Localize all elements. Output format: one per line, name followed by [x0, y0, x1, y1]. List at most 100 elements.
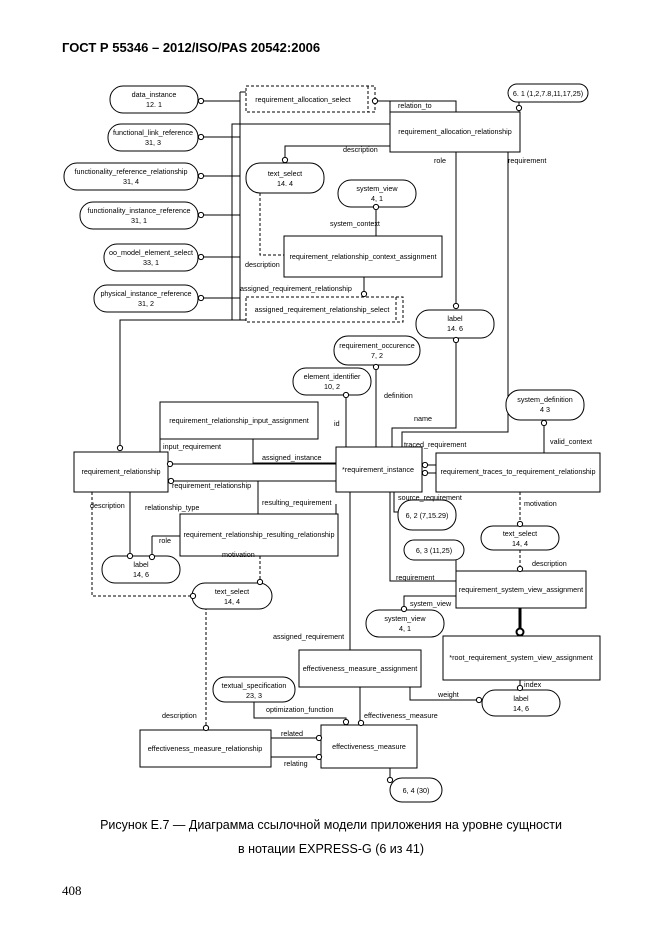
- svg-text:element_identifier: element_identifier: [304, 372, 361, 381]
- svg-text:description: description: [90, 501, 125, 510]
- svg-text:name: name: [414, 414, 432, 423]
- select-label: requirement_allocation_select: [255, 95, 351, 104]
- ref-system-view-1: system_view 4, 1: [337, 179, 417, 208]
- entity-requirement-traces-relationship: requirement_traces_to_requirement_relati…: [435, 452, 601, 493]
- figure-caption-line-1: Рисунок Е.7 — Диаграмма ссылочной модели…: [100, 818, 562, 832]
- svg-text:requirement_system_view_assign: requirement_system_view_assignment: [459, 585, 583, 594]
- attribute-labels: relation_to description role requirement…: [90, 101, 592, 768]
- svg-text:14, 6: 14, 6: [133, 570, 149, 579]
- page-number: 408: [62, 883, 82, 898]
- ref-label-3: label 14, 6: [481, 689, 561, 717]
- svg-text:functionality_instance_referen: functionality_instance_reference: [87, 206, 190, 215]
- svg-text:physical_instance_reference: physical_instance_reference: [100, 289, 191, 298]
- svg-text:requirement: requirement: [508, 156, 546, 165]
- document-header: ГОСТ Р 55346 – 2012/ISO/PAS 20542:2006: [62, 40, 321, 55]
- svg-text:text_select: text_select: [215, 587, 249, 596]
- svg-text:requirement_relationship_input: requirement_relationship_input_assignmen…: [169, 416, 308, 425]
- svg-text:functionality_reference_relati: functionality_reference_relationship: [74, 167, 187, 176]
- entity-requirement-system-view-assignment: requirement_system_view_assignment: [455, 570, 587, 609]
- svg-text:textual_specification: textual_specification: [222, 681, 287, 690]
- svg-text:index: index: [524, 680, 542, 689]
- svg-text:description: description: [343, 145, 378, 154]
- svg-text:12. 1: 12. 1: [146, 100, 162, 109]
- svg-text:7, 2: 7, 2: [371, 351, 383, 360]
- svg-text:source_requirement: source_requirement: [398, 493, 462, 502]
- entity-requirement-instance: *requirement_instance: [335, 446, 423, 493]
- ref-requirement-occurence: requirement_occurence 7, 2: [333, 335, 421, 366]
- svg-text:10, 2: 10, 2: [324, 382, 340, 391]
- svg-text:description: description: [532, 559, 567, 568]
- svg-text:role: role: [434, 156, 446, 165]
- svg-text:requirement_relationship: requirement_relationship: [172, 481, 251, 490]
- svg-text:6, 4 (30): 6, 4 (30): [403, 786, 430, 795]
- svg-text:effectiveness_measure_relation: effectiveness_measure_relationship: [148, 744, 263, 753]
- svg-text:14, 6: 14, 6: [513, 704, 529, 713]
- svg-text:assigned_requirement_relations: assigned_requirement_relationship: [240, 284, 352, 293]
- svg-text:resulting_requirement: resulting_requirement: [262, 498, 332, 507]
- svg-text:id: id: [334, 419, 340, 428]
- ref-text-select-1: text_select 14. 4: [245, 162, 325, 194]
- ref-system-view-2: system_view 4, 1: [365, 609, 445, 638]
- entity-root-requirement-system-view-assignment: *root_requirement_system_view_assignment: [442, 635, 601, 681]
- svg-text:requirement_relationship: requirement_relationship: [81, 467, 160, 476]
- ref-functionality-instance-reference: functionality_instance_reference 31, 1: [79, 201, 199, 230]
- ref-label-2: label 14, 6: [101, 555, 181, 584]
- svg-text:4, 1: 4, 1: [399, 624, 411, 633]
- entity-requirement-relationship: requirement_relationship: [73, 451, 169, 493]
- svg-text:input_requirement: input_requirement: [163, 442, 221, 451]
- ref-oo-model-element-select: oo_model_element_select 33, 1: [103, 243, 199, 272]
- svg-text:requirement_occurence: requirement_occurence: [339, 341, 415, 350]
- svg-text:requirement: requirement: [396, 573, 434, 582]
- ref-functional-link: functional_link_reference 31, 3: [107, 123, 199, 152]
- svg-text:14. 6: 14. 6: [447, 324, 463, 333]
- svg-text:relation_to: relation_to: [398, 101, 432, 110]
- entity-effectiveness-measure-assignment: effectiveness_measure_assignment: [298, 649, 422, 688]
- entity-requirement-relationship-input-assignment: requirement_relationship_input_assignmen…: [159, 401, 319, 440]
- svg-text:6, 3 (11,25): 6, 3 (11,25): [416, 546, 452, 555]
- ref-data-instance: data_instance 12. 1: [109, 85, 199, 114]
- ref-text-select-2: text_select 14, 4: [480, 525, 560, 551]
- select-label: assigned_requirement_relationship_select: [255, 305, 390, 314]
- svg-text:functional_link_reference: functional_link_reference: [113, 128, 193, 137]
- svg-text:traced_requirement: traced_requirement: [404, 440, 466, 449]
- ref-textual-specification: textual_specification 23, 3: [212, 676, 296, 703]
- svg-text:6, 2 (7,15.29): 6, 2 (7,15.29): [406, 511, 449, 520]
- svg-text:system_view: system_view: [356, 184, 398, 193]
- svg-text:relating: relating: [284, 759, 308, 768]
- svg-text:weight: weight: [437, 690, 459, 699]
- svg-text:text_select: text_select: [503, 529, 537, 538]
- svg-text:label: label: [447, 314, 463, 323]
- svg-text:system_definition: system_definition: [517, 395, 573, 404]
- svg-text:31, 4: 31, 4: [123, 177, 139, 186]
- ref-label-1: label 14. 6: [415, 309, 495, 339]
- figure-caption-line-2: в нотации EXPRESS-G (6 из 41): [237, 842, 425, 856]
- svg-text:33, 1: 33, 1: [143, 258, 159, 267]
- page-ref-4: 6, 4 (30): [389, 777, 443, 803]
- entity-effectiveness-measure: effectiveness_measure: [320, 724, 418, 769]
- svg-text:oo_model_element_select: oo_model_element_select: [109, 248, 193, 257]
- svg-text:14, 4: 14, 4: [224, 597, 240, 606]
- svg-text:requirement_traces_to_requirem: requirement_traces_to_requirement_relati…: [440, 467, 595, 476]
- svg-text:4, 1: 4, 1: [371, 194, 383, 203]
- svg-text:related: related: [281, 729, 303, 738]
- svg-text:requirement_relationship_resul: requirement_relationship_resulting_relat…: [183, 530, 334, 539]
- svg-text:31, 1: 31, 1: [131, 216, 147, 225]
- page-ref-3: 6, 3 (11,25): [403, 539, 465, 561]
- svg-text:14, 4: 14, 4: [512, 539, 528, 548]
- ref-system-definition: system_definition 4 3: [505, 389, 585, 421]
- page-ref-2: 6, 2 (7,15.29): [397, 499, 457, 531]
- page-ref-1: 6. 1 (1,2,7.8,11,17,25): [507, 83, 589, 103]
- ref-functionality-reference-relationship: functionality_reference_relationship 31,…: [63, 162, 199, 191]
- entity-requirement-relationship-resulting-relationship: requirement_relationship_resulting_relat…: [179, 513, 339, 557]
- entity-requirement-allocation-relationship: requirement_allocation_relationship: [389, 111, 521, 153]
- svg-text:definition: definition: [384, 391, 413, 400]
- entity-effectiveness-measure-relationship: effectiveness_measure_relationship: [139, 729, 272, 768]
- svg-text:role: role: [159, 536, 171, 545]
- svg-text:data_instance: data_instance: [132, 90, 177, 99]
- entity-requirement-relationship-context-assignment: requirement_relationship_context_assignm…: [283, 235, 443, 278]
- svg-text:*root_requirement_system_view_: *root_requirement_system_view_assignment: [449, 653, 592, 662]
- svg-text:description: description: [245, 260, 280, 269]
- svg-text:label: label: [513, 694, 529, 703]
- svg-text:requirement_allocation_relatio: requirement_allocation_relationship: [398, 127, 511, 136]
